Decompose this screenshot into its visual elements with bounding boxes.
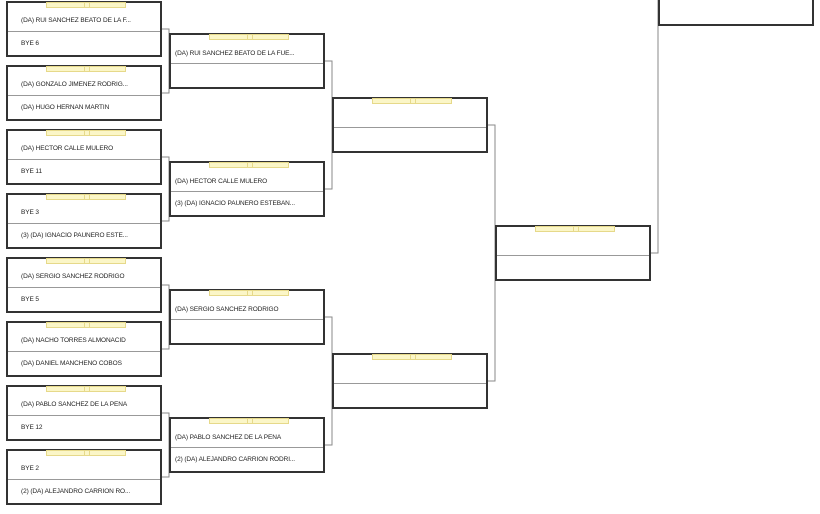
match-tab (46, 130, 126, 136)
match-tab (535, 226, 615, 232)
player-slot[interactable]: (DA) HUGO HERNAN MARTIN (21, 104, 110, 111)
player-slot[interactable]: (DA) SERGIO SANCHEZ RODRIGO (21, 273, 125, 280)
match-tab (46, 322, 126, 328)
round2-match-2: (DA) HECTOR CALLE MULERO (3) (DA) IGNACI… (169, 161, 325, 217)
match-tab (46, 66, 126, 72)
player-slot[interactable]: BYE 2 (21, 465, 39, 472)
player-slot[interactable]: BYE 12 (21, 424, 43, 431)
round1-match-6: (DA) NACHO TORRES ALMONACID (DA) DANIEL … (6, 321, 162, 377)
match-tab (209, 34, 289, 40)
player-slot[interactable]: (DA) HECTOR CALLE MULERO (21, 145, 114, 152)
player-slot[interactable]: (DA) GONZALO JIMENEZ RODRIG... (21, 81, 128, 88)
round2-match-3: (DA) SERGIO SANCHEZ RODRIGO (169, 289, 325, 345)
match-tab (46, 194, 126, 200)
match-tab (46, 386, 126, 392)
match-tab (372, 98, 452, 104)
round2-match-4: (DA) PABLO SANCHEZ DE LA PEÑA (2) (DA) A… (169, 417, 325, 473)
round1-match-5: (DA) SERGIO SANCHEZ RODRIGO BYE 5 (6, 257, 162, 313)
round1-match-8: BYE 2 (2) (DA) ALEJANDRO CARRIÓN RO... (6, 449, 162, 505)
round2-match-1: (DA) RUI SANCHEZ BEATO DE LA FUE... (169, 33, 325, 89)
player-slot[interactable]: BYE 3 (21, 209, 39, 216)
player-slot[interactable]: (DA) HECTOR CALLE MULERO (175, 178, 268, 185)
round1-match-2: (DA) GONZALO JIMENEZ RODRIG... (DA) HUGO… (6, 65, 162, 121)
player-slot[interactable]: (DA) DANIEL MANCHEÑO COBOS (21, 360, 122, 367)
round1-match-1: (DA) RUI SANCHEZ BEATO DE LA F... BYE 6 (6, 1, 162, 57)
match-tab (209, 162, 289, 168)
player-slot[interactable]: (DA) NACHO TORRES ALMONACID (21, 337, 126, 344)
player-slot[interactable]: (DA) SERGIO SANCHEZ RODRIGO (175, 306, 279, 313)
round1-match-4: BYE 3 (3) (DA) IGNACIO PAUNERO ESTE... (6, 193, 162, 249)
match-tab (209, 290, 289, 296)
player-slot[interactable]: (3) (DA) IGNACIO PAUNERO ESTEBAN... (175, 200, 295, 207)
player-slot[interactable]: (DA) RUI SANCHEZ BEATO DE LA FUE... (175, 50, 295, 57)
match-tab (209, 418, 289, 424)
round1-match-3: (DA) HECTOR CALLE MULERO BYE 11 (6, 129, 162, 185)
player-slot[interactable]: (2) (DA) ALEJANDRO CARRIÓN RO... (21, 488, 131, 495)
player-slot[interactable]: (DA) PABLO SANCHEZ DE LA PEÑA (175, 434, 282, 441)
player-slot[interactable]: (DA) PABLO SANCHEZ DE LA PEÑA (21, 401, 128, 408)
match-tab (46, 2, 126, 8)
round3-match-1 (332, 97, 488, 153)
player-slot[interactable]: (2) (DA) ALEJANDRO CARRIÓN RODRI... (175, 456, 296, 463)
round1-match-7: (DA) PABLO SANCHEZ DE LA PEÑA BYE 12 (6, 385, 162, 441)
round4-match-1 (495, 225, 651, 281)
round3-match-2 (332, 353, 488, 409)
match-tab (46, 258, 126, 264)
final-match (658, 0, 814, 26)
player-slot[interactable]: BYE 6 (21, 40, 39, 47)
player-slot[interactable]: BYE 11 (21, 168, 42, 175)
player-slot[interactable]: (DA) RUI SANCHEZ BEATO DE LA F... (21, 17, 131, 24)
match-tab (46, 450, 126, 456)
player-slot[interactable]: BYE 5 (21, 296, 39, 303)
match-tab (372, 354, 452, 360)
player-slot[interactable]: (3) (DA) IGNACIO PAUNERO ESTE... (21, 232, 128, 239)
